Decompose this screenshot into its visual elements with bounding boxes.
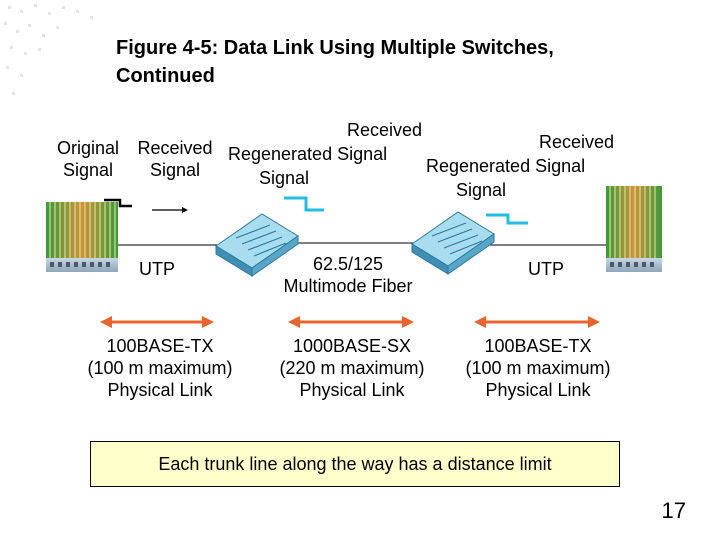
- link-2-type: Physical Link: [299, 380, 405, 400]
- link-1-standard: 100BASE-TX: [106, 336, 214, 356]
- switch-2-icon: [411, 211, 495, 275]
- title-line-1: Figure 4-5: Data Link Using Multiple Swi…: [116, 37, 554, 59]
- regen2-signal-wave: [486, 213, 528, 225]
- regen1-signal-label: Signal: [259, 168, 310, 188]
- left-host-icon: [46, 202, 118, 272]
- utp-left-label: UTP: [139, 259, 175, 279]
- regen2-received-label: Received: [539, 132, 615, 152]
- link-arrow-3: [474, 316, 600, 328]
- corner-decoration: [4, 4, 93, 95]
- link-3-standard: 100BASE-TX: [484, 336, 592, 356]
- link-label-2: 1000BASE-SX (220 m maximum) Physical Lin…: [262, 335, 442, 401]
- received-signal-line2: Signal: [149, 160, 201, 180]
- title-line-2: Continued: [116, 65, 215, 87]
- received-signal-arrowhead: [182, 207, 188, 213]
- regen2-regenerated-label: Regenerated Signal: [426, 156, 586, 176]
- link-3-distance: (100 m maximum): [465, 358, 611, 378]
- fiber-label-line2: Multimode Fiber: [283, 276, 413, 296]
- link-1-type: Physical Link: [107, 380, 213, 400]
- fiber-label-line1: 62.5/125: [312, 254, 384, 274]
- regen1-signal-wave: [284, 196, 324, 212]
- link-3-type: Physical Link: [485, 380, 591, 400]
- page-number: 17: [661, 498, 686, 523]
- link-label-3: 100BASE-TX (100 m maximum) Physical Link: [450, 335, 626, 401]
- link-label-1: 100BASE-TX (100 m maximum) Physical Link: [72, 335, 248, 401]
- regen1-regenerated-label: Regenerated Signal: [228, 144, 388, 164]
- note-text: Each trunk line along the way has a dist…: [158, 453, 552, 474]
- link-1-distance: (100 m maximum): [87, 358, 233, 378]
- original-signal-wave: [104, 198, 132, 208]
- right-host-icon: [606, 186, 662, 272]
- link-2-distance: (220 m maximum): [279, 358, 425, 378]
- distance-limit-note: Each trunk line along the way has a dist…: [90, 441, 620, 487]
- page-title: Figure 4-5: Data Link Using Multiple Swi…: [116, 34, 676, 90]
- regen1-received-label: Received: [347, 120, 423, 140]
- original-signal-line2: Signal: [62, 160, 114, 180]
- utp-right-label: UTP: [528, 259, 564, 279]
- link-arrow-2: [288, 316, 414, 328]
- fiber-label: 62.5/125 Multimode Fiber: [270, 253, 426, 297]
- regen2-signal-label: Signal: [456, 180, 507, 200]
- original-signal-line1: Original: [56, 138, 120, 158]
- switch-1-icon: [215, 213, 299, 277]
- received-signal-line1: Received: [137, 138, 213, 158]
- link-2-standard: 1000BASE-SX: [292, 336, 412, 356]
- received-signal-label: Received Signal: [132, 137, 218, 181]
- original-signal-label: Original Signal: [48, 137, 128, 181]
- link-arrow-1: [100, 316, 214, 328]
